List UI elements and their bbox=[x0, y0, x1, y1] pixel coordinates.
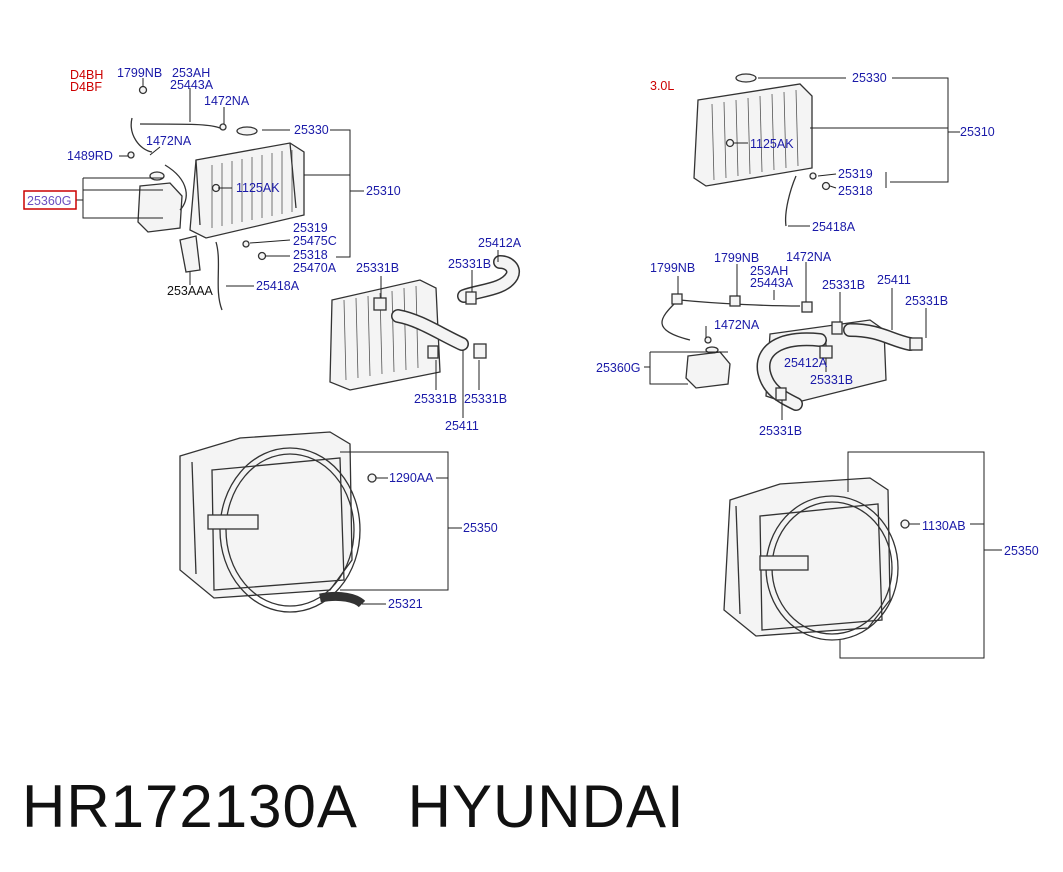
part-label-1472na[interactable]: 1472NA bbox=[714, 318, 760, 332]
part-label-25330[interactable]: 25330 bbox=[294, 123, 329, 137]
engine-label-d4bh: D4BH bbox=[70, 68, 103, 82]
brand-name: HYUNDAI bbox=[407, 773, 685, 840]
part-label-25319[interactable]: 25319 bbox=[293, 221, 328, 235]
part-label-25310[interactable]: 25310 bbox=[366, 184, 401, 198]
part-label-25330[interactable]: 25330 bbox=[852, 71, 887, 85]
part-label-1472na[interactable]: 1472NA bbox=[146, 134, 192, 148]
right-shroud-group bbox=[723, 451, 1002, 659]
engine-label-d4bf: D4BF bbox=[70, 80, 102, 94]
part-label-25360g-highlighted[interactable]: 25360G bbox=[27, 194, 71, 208]
part-label-25411[interactable]: 25411 bbox=[877, 273, 911, 287]
part-label-25331b[interactable]: 25331B bbox=[822, 278, 865, 292]
part-label-25310[interactable]: 25310 bbox=[960, 125, 995, 139]
part-label-25350[interactable]: 25350 bbox=[463, 521, 498, 535]
part-label-253ah[interactable]: 253AH bbox=[172, 66, 210, 80]
part-label-25418a[interactable]: 25418A bbox=[812, 220, 856, 234]
part-label-25331b[interactable]: 25331B bbox=[464, 392, 507, 406]
part-label-25412a[interactable]: 25412A bbox=[478, 236, 522, 250]
part-label-25443a[interactable]: 25443A bbox=[170, 78, 214, 92]
parts-diagram: D4BH D4BF 1799NB 253AH 25443A 1472NA 147… bbox=[23, 66, 1039, 659]
part-label-25331b[interactable]: 25331B bbox=[448, 257, 491, 271]
part-label-253ah[interactable]: 253AH bbox=[750, 264, 788, 278]
right-hose-group bbox=[644, 262, 927, 420]
part-label-25331b[interactable]: 25331B bbox=[414, 392, 457, 406]
part-label-1472na[interactable]: 1472NA bbox=[204, 94, 250, 108]
part-label-1130ab[interactable]: 1130AB bbox=[922, 519, 966, 533]
part-label-25331b[interactable]: 25331B bbox=[759, 424, 802, 438]
part-label-25411[interactable]: 25411 bbox=[445, 419, 479, 433]
part-label-25475c[interactable]: 25475C bbox=[293, 234, 337, 248]
left-hose-group bbox=[329, 250, 520, 418]
part-label-25331b[interactable]: 25331B bbox=[810, 373, 853, 387]
left-labels: D4BH D4BF 1799NB 253AH 25443A 1472NA 147… bbox=[23, 66, 522, 611]
right-labels: 3.0L 25330 25310 1125AK 25319 25318 2541… bbox=[596, 71, 1039, 558]
part-label-1489rd[interactable]: 1489RD bbox=[67, 149, 113, 163]
part-label-25319[interactable]: 25319 bbox=[838, 167, 873, 181]
part-label-25360g[interactable]: 25360G bbox=[596, 361, 640, 375]
part-label-1125ak[interactable]: 1125AK bbox=[236, 181, 280, 195]
part-label-25470a[interactable]: 25470A bbox=[293, 261, 337, 275]
part-number: HR172130A bbox=[22, 773, 355, 840]
part-label-25331b[interactable]: 25331B bbox=[356, 261, 399, 275]
part-label-25318[interactable]: 25318 bbox=[293, 248, 328, 262]
part-label-25321[interactable]: 25321 bbox=[388, 597, 423, 611]
engine-label-3-0l: 3.0L bbox=[650, 79, 674, 93]
highlight-box bbox=[23, 190, 77, 210]
part-label-1472na[interactable]: 1472NA bbox=[786, 250, 832, 264]
part-label-1799nb[interactable]: 1799NB bbox=[650, 261, 695, 275]
part-label-1799nb[interactable]: 1799NB bbox=[714, 251, 759, 265]
part-caption: HR172130A HYUNDAI bbox=[22, 772, 685, 841]
part-label-25318[interactable]: 25318 bbox=[838, 184, 873, 198]
part-label-25350[interactable]: 25350 bbox=[1004, 544, 1039, 558]
part-label-25412a[interactable]: 25412A bbox=[784, 356, 828, 370]
part-label-253aaa[interactable]: 253AAA bbox=[167, 284, 214, 298]
part-label-25443a[interactable]: 25443A bbox=[750, 276, 794, 290]
part-label-1799nb[interactable]: 1799NB bbox=[117, 66, 162, 80]
part-label-1290aa[interactable]: 1290AA bbox=[389, 471, 434, 485]
left-shroud-group bbox=[179, 431, 462, 613]
left-radiator-group bbox=[76, 78, 364, 311]
part-label-25331b[interactable]: 25331B bbox=[905, 294, 948, 308]
part-label-25418a[interactable]: 25418A bbox=[256, 279, 300, 293]
part-label-1125ak[interactable]: 1125AK bbox=[750, 137, 794, 151]
right-radiator-group bbox=[693, 73, 960, 227]
